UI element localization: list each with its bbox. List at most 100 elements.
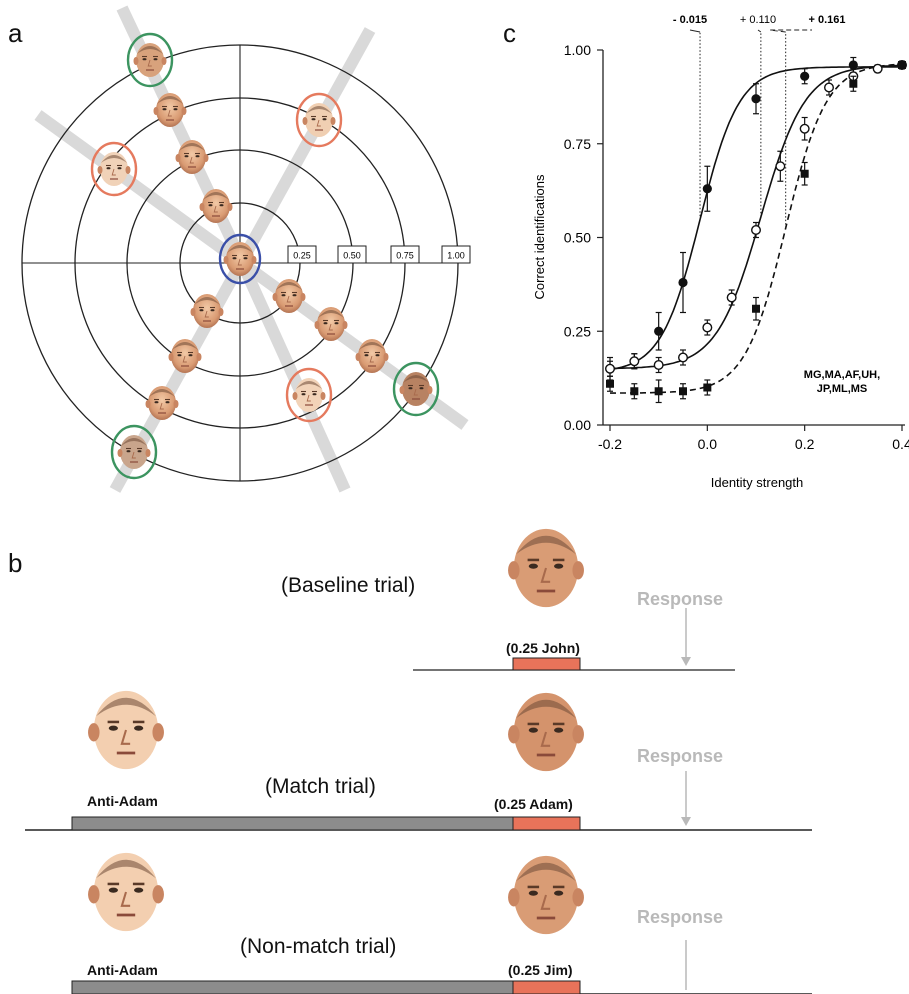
y-tick-label: 1.00 [564, 42, 591, 58]
y-tick-label: 0.75 [564, 136, 591, 152]
data-point [654, 326, 664, 336]
data-point [775, 161, 786, 172]
chart-marks [605, 56, 908, 404]
face-icon [97, 152, 131, 186]
ring-labels: 0.25 0.50 0.75 1.00 [287, 245, 471, 264]
test-bar [512, 816, 581, 831]
anti-face-ellipse [295, 92, 343, 148]
face-icon [190, 294, 224, 328]
trial-faces [88, 528, 584, 935]
x-tick-label: 0.2 [795, 436, 815, 452]
face-icon [355, 339, 389, 373]
response-arrowhead [681, 817, 691, 826]
face-icon [88, 852, 164, 932]
face-icon [133, 43, 167, 77]
x-tick-label: 0.4 [892, 436, 909, 452]
data-point [629, 356, 640, 367]
face-icon [508, 692, 584, 772]
data-point [751, 94, 761, 104]
threshold-label: - 0.015 [673, 14, 707, 26]
data-point [752, 304, 760, 313]
data-point [872, 63, 883, 74]
face-icon [508, 855, 584, 935]
data-point [702, 184, 712, 194]
adapt-bar [71, 816, 514, 831]
data-point [679, 387, 687, 396]
x-tick-label: -0.2 [598, 436, 622, 452]
face-icon [302, 103, 336, 137]
identity-face-ellipse [126, 32, 174, 88]
threshold-leader [689, 29, 701, 33]
highlight-ellipses [90, 32, 440, 480]
x-tick-label: 0.0 [698, 436, 718, 452]
data-point [678, 277, 688, 288]
face-icon [272, 279, 306, 313]
data-point [800, 169, 809, 178]
face-space-diagram: 0.25 0.50 0.75 1.00 [21, 5, 471, 493]
psychometric-chart: 0.00 0.25 0.50 0.75 1.00 -0.2 0.0 0.2 0.4 Correc… [532, 14, 909, 490]
y-tick-label: 0.25 [564, 323, 591, 339]
ring-label: 0.75 [396, 251, 414, 261]
face-icon [117, 435, 151, 469]
adapt-bar [71, 980, 514, 994]
data-point [605, 363, 616, 374]
data-point [703, 383, 712, 392]
data-point [726, 292, 737, 303]
response-label: Response [637, 746, 724, 766]
data-point [849, 79, 858, 88]
y-axis-label: Correct identifications [532, 174, 547, 299]
face-icon [292, 378, 326, 412]
data-point [702, 322, 713, 333]
panel-c-letter: c [503, 18, 516, 48]
threshold-label: + 0.161 [808, 14, 845, 26]
face-icon [168, 339, 202, 373]
adapt-face-caption: Anti-Adam [87, 793, 158, 809]
anti-face-ellipse [285, 367, 333, 423]
threshold-label: + 0.110 [740, 14, 776, 26]
data-point [800, 71, 810, 81]
trial-timelines [25, 528, 812, 994]
face-icon [88, 690, 164, 770]
response-label: Response [637, 589, 724, 609]
trial-label: (Baseline trial) [281, 574, 416, 597]
data-point [653, 360, 664, 371]
face-icon [175, 140, 209, 174]
face-icon [145, 386, 179, 420]
face-icon [153, 93, 187, 127]
test-face-caption: (0.25 Adam) [494, 796, 573, 812]
identity-face-ellipse [110, 424, 158, 480]
chart-frame: 0.00 0.25 0.50 0.75 1.00 -0.2 0.0 0.2 0.4 [564, 42, 909, 452]
threshold-leader [769, 29, 812, 33]
y-tick-label: 0.50 [564, 230, 591, 246]
face-icon [199, 189, 233, 223]
face-icon [314, 307, 348, 341]
y-tick-label: 0.00 [564, 417, 591, 433]
ring-label: 0.25 [293, 251, 311, 261]
panel-a-letter: a [8, 18, 23, 48]
subjects-label: MG,MA,AF,UH, [804, 369, 880, 381]
panel-b-letter: b [8, 548, 23, 578]
average-face-ellipse [218, 233, 262, 285]
face-icon [399, 372, 433, 406]
response-label: Response [637, 907, 724, 927]
ring-label: 0.50 [343, 251, 361, 261]
test-face-caption: (0.25 Jim) [508, 962, 573, 978]
data-point [848, 60, 858, 70]
data-point [751, 224, 762, 235]
face-icon [223, 242, 257, 276]
face-thumbnails [97, 43, 433, 469]
identity-face-ellipse [392, 361, 440, 417]
data-point [678, 352, 689, 363]
data-point [630, 387, 639, 396]
test-bar [512, 657, 581, 671]
trial-label: (Non-match trial) [240, 935, 397, 958]
test-bar [512, 980, 581, 994]
ring-label: 1.00 [447, 251, 465, 261]
trial-label: (Match trial) [265, 775, 376, 798]
data-point [606, 379, 614, 388]
data-point [824, 82, 835, 93]
data-point [898, 61, 906, 69]
adapt-face-caption: Anti-Adam [87, 962, 158, 978]
face-icon [508, 528, 584, 608]
response-arrowhead [681, 657, 691, 666]
